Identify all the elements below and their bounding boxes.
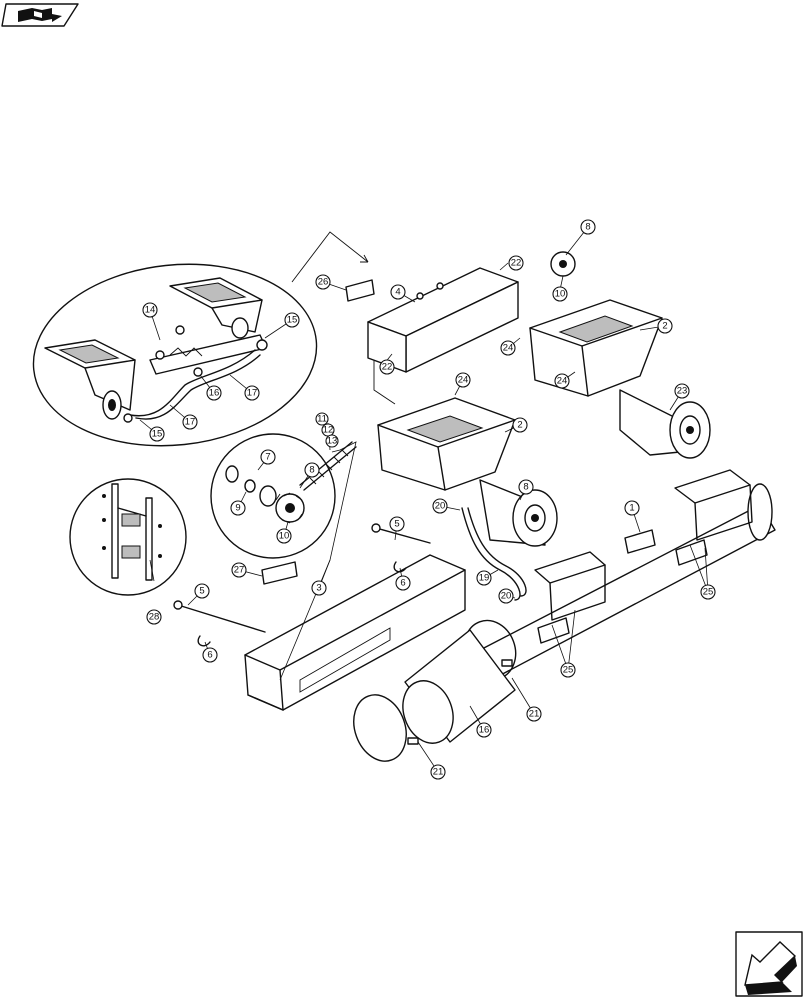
callout-10b[interactable]: 10 xyxy=(276,528,292,544)
svg-text:4: 4 xyxy=(395,287,400,298)
svg-text:6: 6 xyxy=(400,578,405,589)
svg-text:19: 19 xyxy=(479,573,490,584)
callout-8c[interactable]: 8 xyxy=(518,479,534,495)
svg-text:21: 21 xyxy=(529,709,540,720)
svg-text:1: 1 xyxy=(629,503,634,514)
callout-2a[interactable]: 2 xyxy=(657,318,673,334)
svg-text:22: 22 xyxy=(511,258,522,269)
svg-text:25: 25 xyxy=(703,587,714,598)
svg-text:26: 26 xyxy=(318,277,329,288)
svg-text:28: 28 xyxy=(149,612,160,623)
svg-text:9: 9 xyxy=(235,503,240,514)
svg-text:27: 27 xyxy=(234,565,245,576)
callout-24b[interactable]: 24 xyxy=(455,372,471,388)
callout-22a[interactable]: 22 xyxy=(508,255,524,271)
callout-13[interactable]: 13 xyxy=(325,434,339,448)
svg-text:21: 21 xyxy=(433,767,444,778)
callout-19[interactable]: 19 xyxy=(476,570,492,586)
svg-text:2: 2 xyxy=(517,420,522,431)
callout-21a[interactable]: 21 xyxy=(526,706,542,722)
callout-7[interactable]: 7 xyxy=(260,449,276,465)
svg-text:14: 14 xyxy=(145,305,156,316)
decals xyxy=(261,279,375,585)
svg-text:24: 24 xyxy=(503,343,514,354)
svg-text:15: 15 xyxy=(287,315,298,326)
callout-5a[interactable]: 5 xyxy=(194,583,210,599)
callout-22b[interactable]: 22 xyxy=(379,359,395,375)
next-page-arrow-icon[interactable] xyxy=(735,931,803,997)
callout-2b[interactable]: 2 xyxy=(512,417,528,433)
svg-text:17: 17 xyxy=(185,417,196,428)
svg-text:25: 25 xyxy=(563,665,574,676)
callout-24c[interactable]: 24 xyxy=(554,373,570,389)
callout-20a[interactable]: 20 xyxy=(432,498,448,514)
callout-9[interactable]: 9 xyxy=(230,500,246,516)
callout-6b[interactable]: 6 xyxy=(395,575,411,591)
callout-21b[interactable]: 21 xyxy=(430,764,446,780)
svg-text:11: 11 xyxy=(317,414,327,425)
callout-3[interactable]: 3 xyxy=(311,580,327,596)
svg-text:10: 10 xyxy=(279,531,290,542)
svg-text:23: 23 xyxy=(677,386,688,397)
callout-11[interactable]: 11 xyxy=(315,412,329,426)
callout-1[interactable]: 1 xyxy=(624,500,640,516)
svg-text:8: 8 xyxy=(585,222,590,233)
callout-26[interactable]: 26 xyxy=(315,274,331,290)
callout-17a[interactable]: 17 xyxy=(244,385,260,401)
callout-12[interactable]: 12 xyxy=(321,423,335,437)
gate-detail-view xyxy=(69,478,187,596)
callout-24a[interactable]: 24 xyxy=(500,340,516,356)
main-auger-tube xyxy=(479,469,776,679)
svg-text:16: 16 xyxy=(479,725,490,736)
svg-text:6: 6 xyxy=(207,650,212,661)
callout-23[interactable]: 23 xyxy=(674,383,690,399)
hopper-bracket-center xyxy=(377,397,558,547)
svg-text:2: 2 xyxy=(662,321,667,332)
svg-text:24: 24 xyxy=(458,375,469,386)
svg-text:20: 20 xyxy=(435,501,446,512)
callout-25a[interactable]: 25 xyxy=(700,584,716,600)
svg-text:8: 8 xyxy=(309,465,314,476)
book-with-arrow-icon[interactable] xyxy=(1,3,79,27)
callout-14[interactable]: 14 xyxy=(142,302,158,318)
hopper-bracket-right xyxy=(529,251,711,459)
callout-20b[interactable]: 20 xyxy=(498,588,514,604)
callout-17b[interactable]: 17 xyxy=(182,414,198,430)
tube-sleeve-clamps xyxy=(353,619,517,762)
callout-15a[interactable]: 15 xyxy=(284,312,300,328)
svg-text:15: 15 xyxy=(152,429,163,440)
callout-25b[interactable]: 25 xyxy=(560,662,576,678)
hopper-detail-view xyxy=(32,231,369,447)
svg-text:22: 22 xyxy=(382,362,393,373)
callout-27[interactable]: 27 xyxy=(231,562,247,578)
svg-text:17: 17 xyxy=(247,388,258,399)
callout-8b[interactable]: 8 xyxy=(304,462,320,478)
svg-text:20: 20 xyxy=(501,591,512,602)
callout-4[interactable]: 4 xyxy=(390,284,406,300)
svg-text:24: 24 xyxy=(557,376,568,387)
callout-28[interactable]: 28 xyxy=(146,609,162,625)
sprocket-detail-view xyxy=(210,433,357,559)
svg-text:8: 8 xyxy=(523,482,528,493)
callout-15b[interactable]: 15 xyxy=(149,426,165,442)
svg-text:10: 10 xyxy=(555,289,566,300)
svg-text:13: 13 xyxy=(327,436,338,447)
callout-6a[interactable]: 6 xyxy=(202,647,218,663)
svg-text:12: 12 xyxy=(323,425,334,436)
callout-16a[interactable]: 16 xyxy=(206,385,222,401)
svg-text:3: 3 xyxy=(316,583,321,594)
callout-5b[interactable]: 5 xyxy=(389,516,405,532)
callout-8a[interactable]: 8 xyxy=(580,219,596,235)
top-cover-plate xyxy=(367,267,519,405)
svg-text:16: 16 xyxy=(209,388,220,399)
svg-text:5: 5 xyxy=(199,586,204,597)
callout-10a[interactable]: 10 xyxy=(552,286,568,302)
svg-text:5: 5 xyxy=(394,519,399,530)
hydraulic-hose xyxy=(461,507,527,601)
callout-16b[interactable]: 16 xyxy=(476,722,492,738)
svg-text:7: 7 xyxy=(265,452,270,463)
